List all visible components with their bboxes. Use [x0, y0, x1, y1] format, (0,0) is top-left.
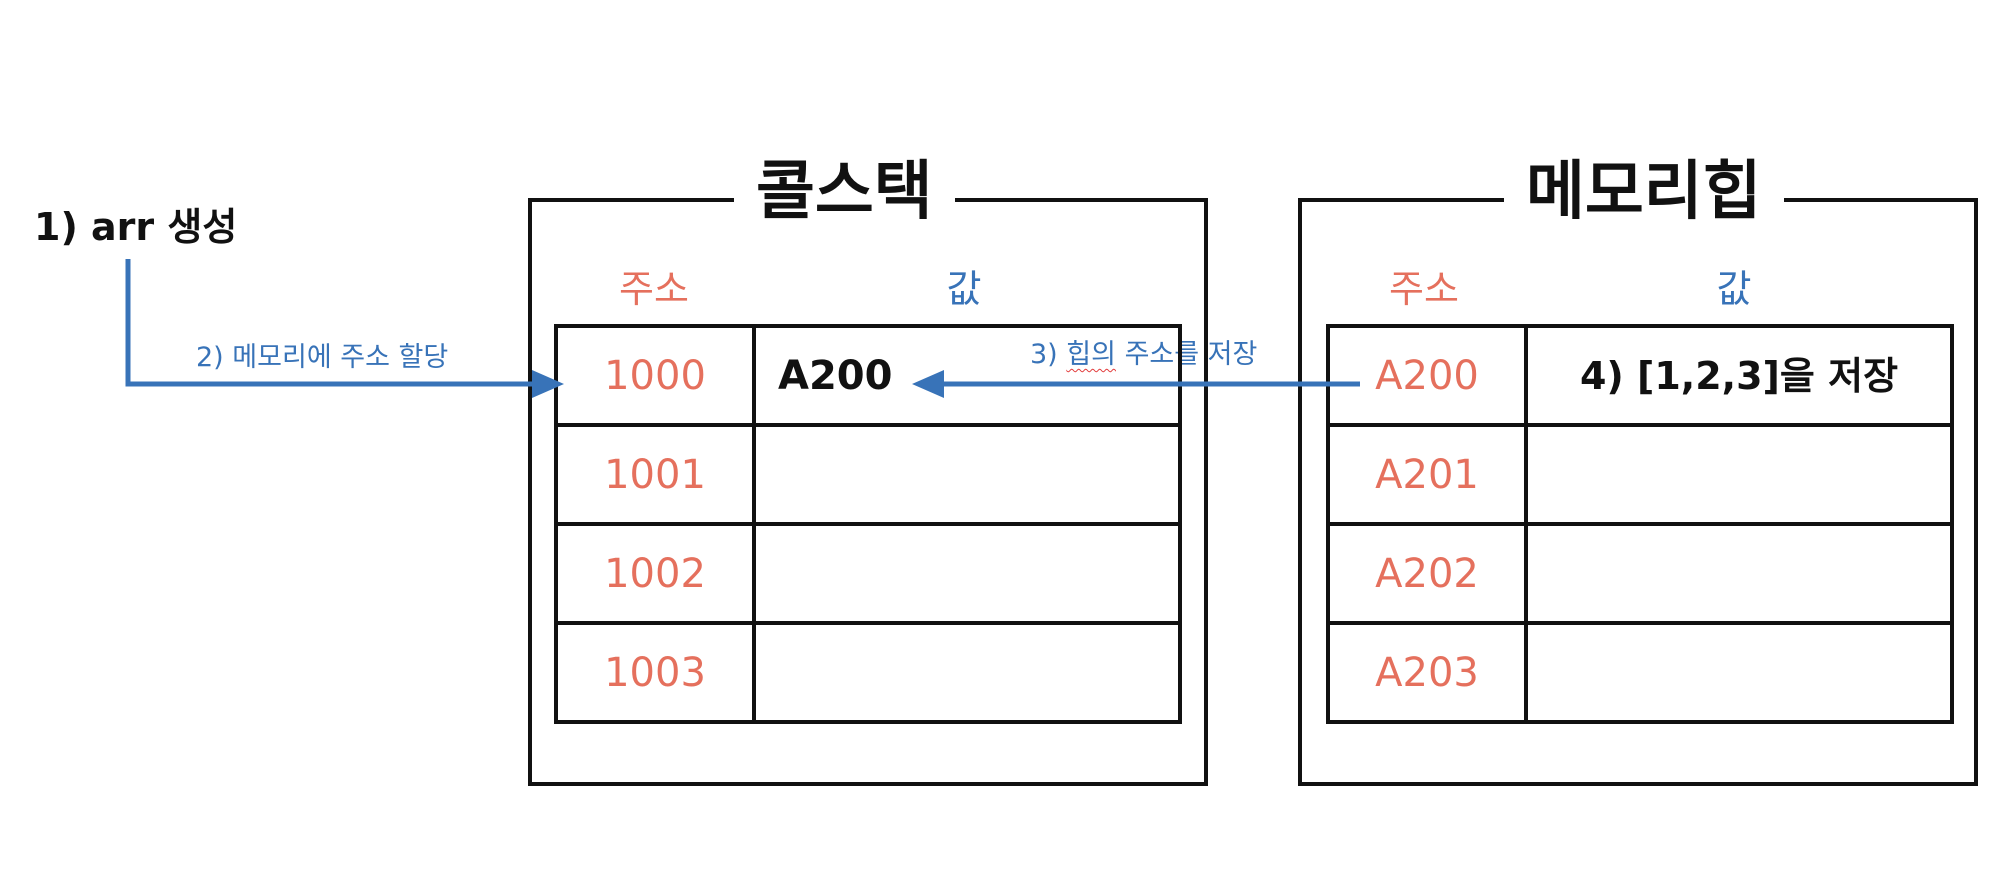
address-cell: 1002 [554, 522, 756, 625]
value-text: A200 [778, 352, 893, 399]
memory-heap-title: 메모리힙 [1504, 160, 1784, 224]
address-cell: 1003 [554, 621, 756, 724]
table-row: A200 4) [1,2,3]을 저장 [1326, 324, 1954, 427]
heap-address-arrowhead-icon [912, 370, 944, 398]
table-row: 1000 A200 [554, 324, 1182, 427]
value-cell [1524, 621, 1954, 724]
call-stack-address-header: 주소 [619, 267, 689, 311]
table-row: 1001 [554, 423, 1182, 526]
address-cell: A200 [1326, 324, 1528, 427]
value-cell: 4) [1,2,3]을 저장 [1524, 324, 1954, 427]
value-cell [752, 621, 1182, 724]
table-row: A201 [1326, 423, 1954, 526]
memory-heap-value-header: 값 [1716, 267, 1752, 311]
value-cell [752, 522, 1182, 625]
address-cell: A203 [1326, 621, 1528, 724]
allocate-arrowhead-icon [532, 370, 564, 398]
address-cell: A202 [1326, 522, 1528, 625]
value-cell [752, 423, 1182, 526]
step-create-arr-label: 1) arr 생성 [34, 205, 238, 249]
step-allocate-address-label: 2) 메모리에 주소 할당 [196, 342, 449, 373]
call-stack-table: 1000 A200 1001 1002 1003 [554, 324, 1182, 724]
memory-heap-table: A200 4) [1,2,3]을 저장 A201 A202 A203 [1326, 324, 1954, 724]
table-row: A202 [1326, 522, 1954, 625]
table-row: A203 [1326, 621, 1954, 724]
address-cell: 1000 [554, 324, 756, 427]
value-cell: A200 [752, 324, 1182, 427]
call-stack-value-header: 값 [946, 267, 982, 311]
call-stack-title: 콜스택 [734, 160, 955, 224]
table-row: 1003 [554, 621, 1182, 724]
address-cell: 1001 [554, 423, 756, 526]
allocate-arrow-line [125, 259, 536, 387]
table-row: 1002 [554, 522, 1182, 625]
memory-heap-address-header: 주소 [1389, 267, 1459, 311]
address-cell: A201 [1326, 423, 1528, 526]
value-cell [1524, 522, 1954, 625]
value-cell [1524, 423, 1954, 526]
